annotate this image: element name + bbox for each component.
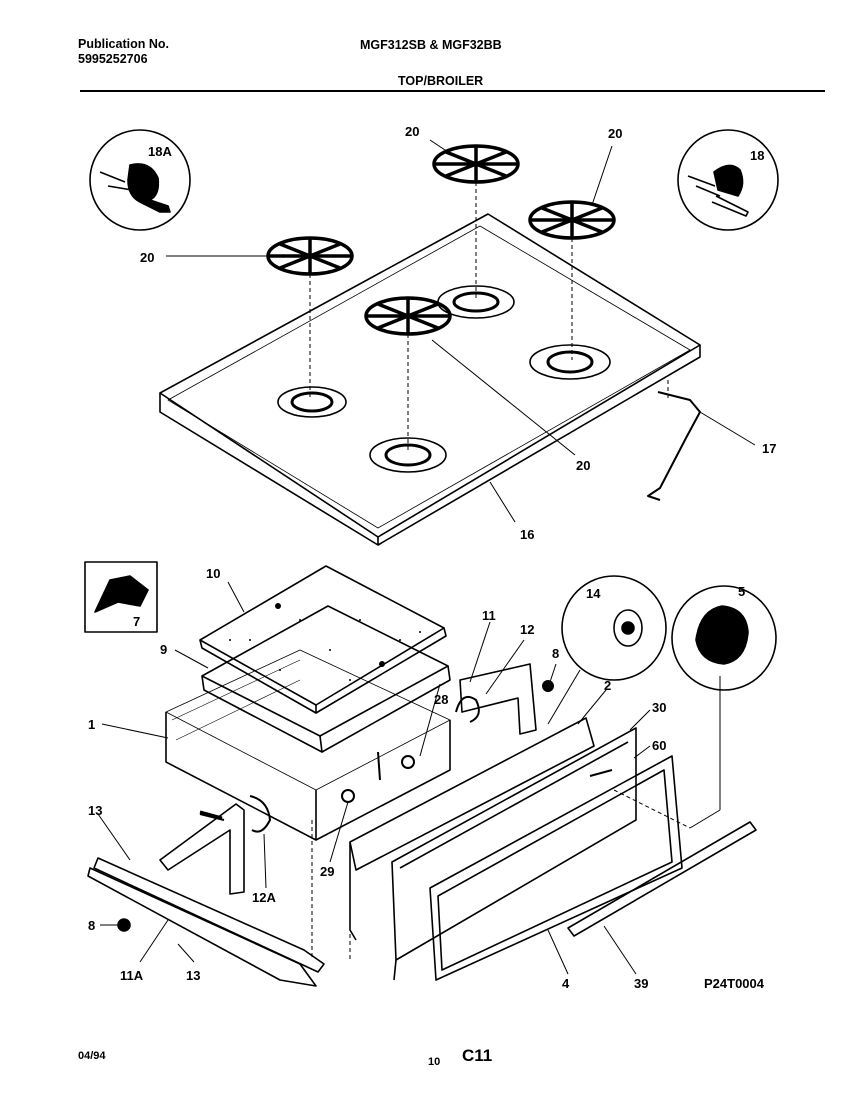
header-publication-number: 5995252706 <box>78 52 148 66</box>
detail-circle-18A <box>89 129 191 231</box>
callout-10: 10 <box>206 566 220 581</box>
header-rule <box>80 90 825 92</box>
callout-5: 5 <box>738 584 745 599</box>
callout-1: 1 <box>88 717 95 732</box>
burner-grate-left <box>266 236 354 276</box>
callout-12: 12 <box>520 622 534 637</box>
bracket-assembly-11-12 <box>455 663 537 735</box>
nut-8-lower <box>117 918 131 932</box>
callout-8-upper: 8 <box>552 646 559 661</box>
callout-13-upper: 13 <box>88 803 102 818</box>
callout-28: 28 <box>434 692 448 707</box>
bottom-alignment-lines <box>311 789 691 960</box>
detail-box-7 <box>84 561 158 633</box>
callout-11: 11 <box>482 608 496 623</box>
door-handle-39 <box>567 821 757 937</box>
callout-20-rear: 20 <box>405 124 419 139</box>
callout-60: 60 <box>652 738 666 753</box>
callout-9: 9 <box>160 642 167 657</box>
callout-7: 7 <box>133 614 140 629</box>
broiler-door-30 <box>391 727 637 981</box>
footer-date: 04/94 <box>78 1050 106 1062</box>
callout-8-lower: 8 <box>88 918 95 933</box>
callout-labels: 18A 18 20 20 20 20 17 16 7 10 9 1 11 12 … <box>88 124 776 991</box>
detail-circle-18 <box>677 129 779 231</box>
callout-20-left: 20 <box>140 250 154 265</box>
burner-bracket-13-upper <box>87 795 325 987</box>
callout-18: 18 <box>750 148 764 163</box>
broiler-pan-insert-10 <box>199 565 447 714</box>
callout-11A: 11A <box>120 968 144 983</box>
detail-circle-14 <box>561 575 667 681</box>
burner-grate-right <box>528 200 616 240</box>
callout-2: 2 <box>604 678 611 693</box>
callout-29: 29 <box>320 864 334 879</box>
broiler-frame-1 <box>165 649 451 841</box>
front-panel-2 <box>349 717 595 941</box>
callout-12A: 12A <box>252 890 276 905</box>
broiler-pan-9 <box>201 605 451 753</box>
callout-13-lower: 13 <box>186 968 200 983</box>
header-publication-label: Publication No. <box>78 37 169 51</box>
header-section-title: TOP/BROILER <box>398 74 484 88</box>
callout-20-right: 20 <box>608 126 622 141</box>
callout-30: 30 <box>652 700 666 715</box>
callout-18A: 18A <box>148 144 172 159</box>
header-models: MGF312SB & MGF32BB <box>360 38 502 52</box>
diagram-code: P24T0004 <box>704 976 765 991</box>
top-leaders <box>166 139 756 523</box>
footer-section-code: C11 <box>462 1046 493 1065</box>
bottom-leaders <box>97 581 721 975</box>
footer-page-number: 10 <box>428 1056 441 1068</box>
detail-circle-5 <box>671 585 777 691</box>
callout-14: 14 <box>586 586 601 601</box>
callout-4: 4 <box>562 976 570 991</box>
callout-16: 16 <box>520 527 534 542</box>
callout-20-front: 20 <box>576 458 590 473</box>
screws-and-fasteners <box>199 680 613 821</box>
callout-39: 39 <box>634 976 648 991</box>
burner-grate-center-front <box>364 296 452 336</box>
callout-17: 17 <box>762 441 776 456</box>
wire-brace-17 <box>647 391 701 501</box>
broiler-door-4 <box>429 755 683 981</box>
pan-perforations <box>229 603 421 681</box>
alignment-lines <box>309 182 669 452</box>
cooktop-top <box>159 213 701 546</box>
